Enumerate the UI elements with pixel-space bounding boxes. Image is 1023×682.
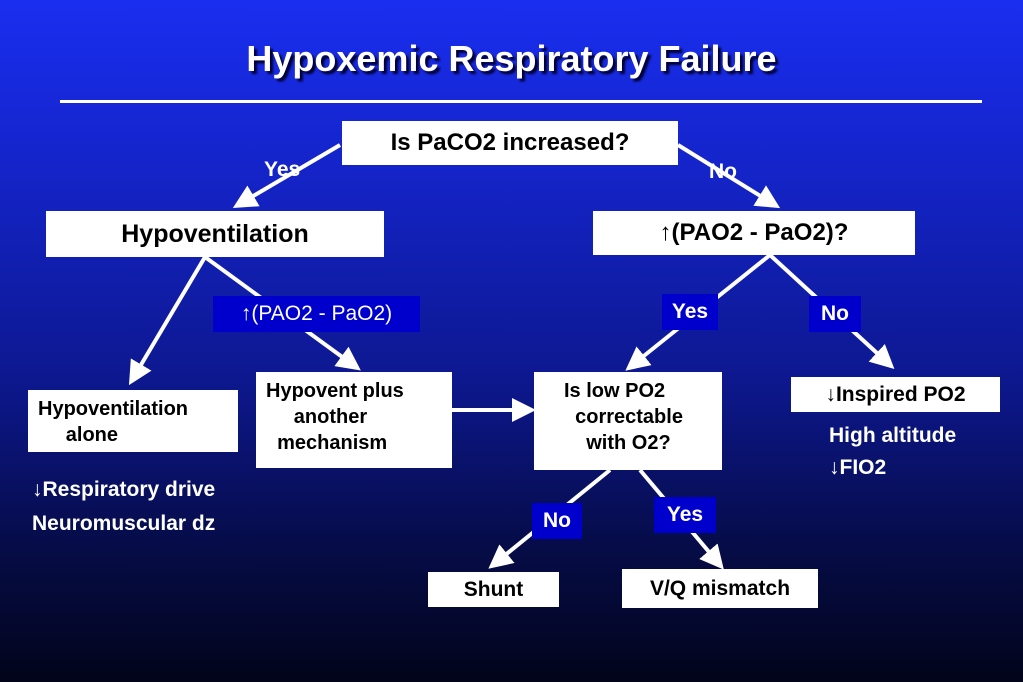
- node-hypoventilation: Hypoventilation: [46, 211, 384, 257]
- label-yes-vq: Yes: [654, 497, 716, 533]
- node-gradient-question: ↑(PAO2 - PaO2)?: [593, 211, 915, 255]
- node-hypoventilation-alone-text: Hypoventilation alone: [38, 398, 189, 446]
- label-yes-hypoventilation: Yes: [264, 158, 301, 181]
- node-vq-mismatch: V/Q mismatch: [622, 569, 818, 608]
- arrow-root-to-hypoventilation: [232, 143, 342, 209]
- node-gradient-question-text: ↑(PAO2 - PaO2)?: [659, 219, 849, 246]
- note-neuromuscular: Neuromuscular dz: [32, 512, 216, 535]
- note-respiratory-drive: ↓Respiratory drive: [32, 478, 216, 501]
- label-yes-lowpo2: Yes: [662, 294, 718, 330]
- arrow-hypoventilation-to-alone: [128, 255, 207, 386]
- node-paco2-question-text: Is PaCO2 increased?: [390, 129, 630, 156]
- node-inspired-po2-text: ↓Inspired PO2: [825, 382, 966, 406]
- label-gradient-increase-text: ↑(PAO2 - PaO2): [240, 302, 393, 325]
- note-fio2: ↓FIO2: [829, 456, 887, 479]
- node-low-po2-question: Is low PO2 correctable with O2?: [534, 372, 722, 470]
- title-divider: [60, 100, 982, 103]
- label-no-gradient: No: [709, 160, 737, 183]
- arrow-root-to-gradient: [676, 143, 781, 209]
- node-hypovent-plus: Hypovent plus another mechanism: [256, 372, 452, 468]
- node-hypoventilation-alone: Hypoventilation alone: [28, 390, 238, 452]
- page-title: Hypoxemic Respiratory Failure: [246, 38, 777, 79]
- node-hypoventilation-text: Hypoventilation: [121, 219, 309, 248]
- note-high-altitude: High altitude: [829, 424, 957, 447]
- node-paco2-question: Is PaCO2 increased?: [342, 121, 678, 165]
- node-vq-mismatch-text: V/Q mismatch: [649, 576, 791, 600]
- node-low-po2-question-text: Is low PO2 correctable with O2?: [564, 380, 683, 454]
- node-inspired-po2: ↓Inspired PO2: [791, 377, 1000, 412]
- label-gradient-increase: ↑(PAO2 - PaO2): [213, 296, 420, 332]
- label-no-shunt: No: [532, 503, 582, 539]
- node-shunt: Shunt: [428, 572, 559, 607]
- label-no-inspired: No: [809, 296, 861, 332]
- node-shunt-text: Shunt: [463, 577, 524, 601]
- node-hypovent-plus-text: Hypovent plus another mechanism: [266, 380, 404, 454]
